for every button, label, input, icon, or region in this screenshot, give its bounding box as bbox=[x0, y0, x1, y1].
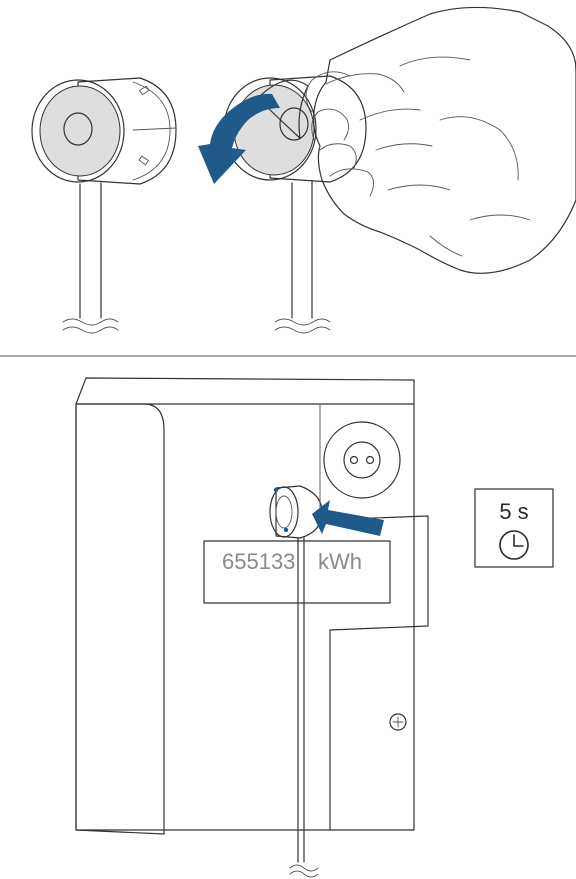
meter-display-panel: 655133 kWh bbox=[204, 541, 390, 603]
hand-illustration bbox=[306, 7, 576, 273]
clock-icon bbox=[500, 531, 528, 559]
timer-box: 5 s bbox=[475, 489, 553, 567]
meter-reading: 655133 bbox=[222, 549, 295, 574]
meter-unit: kWh bbox=[318, 549, 362, 574]
optical-port bbox=[324, 422, 400, 498]
electricity-meter bbox=[76, 378, 428, 834]
timer-value: 5 s bbox=[499, 499, 528, 524]
sensor-head-left bbox=[32, 78, 176, 333]
sensor-head-attached bbox=[270, 486, 322, 877]
